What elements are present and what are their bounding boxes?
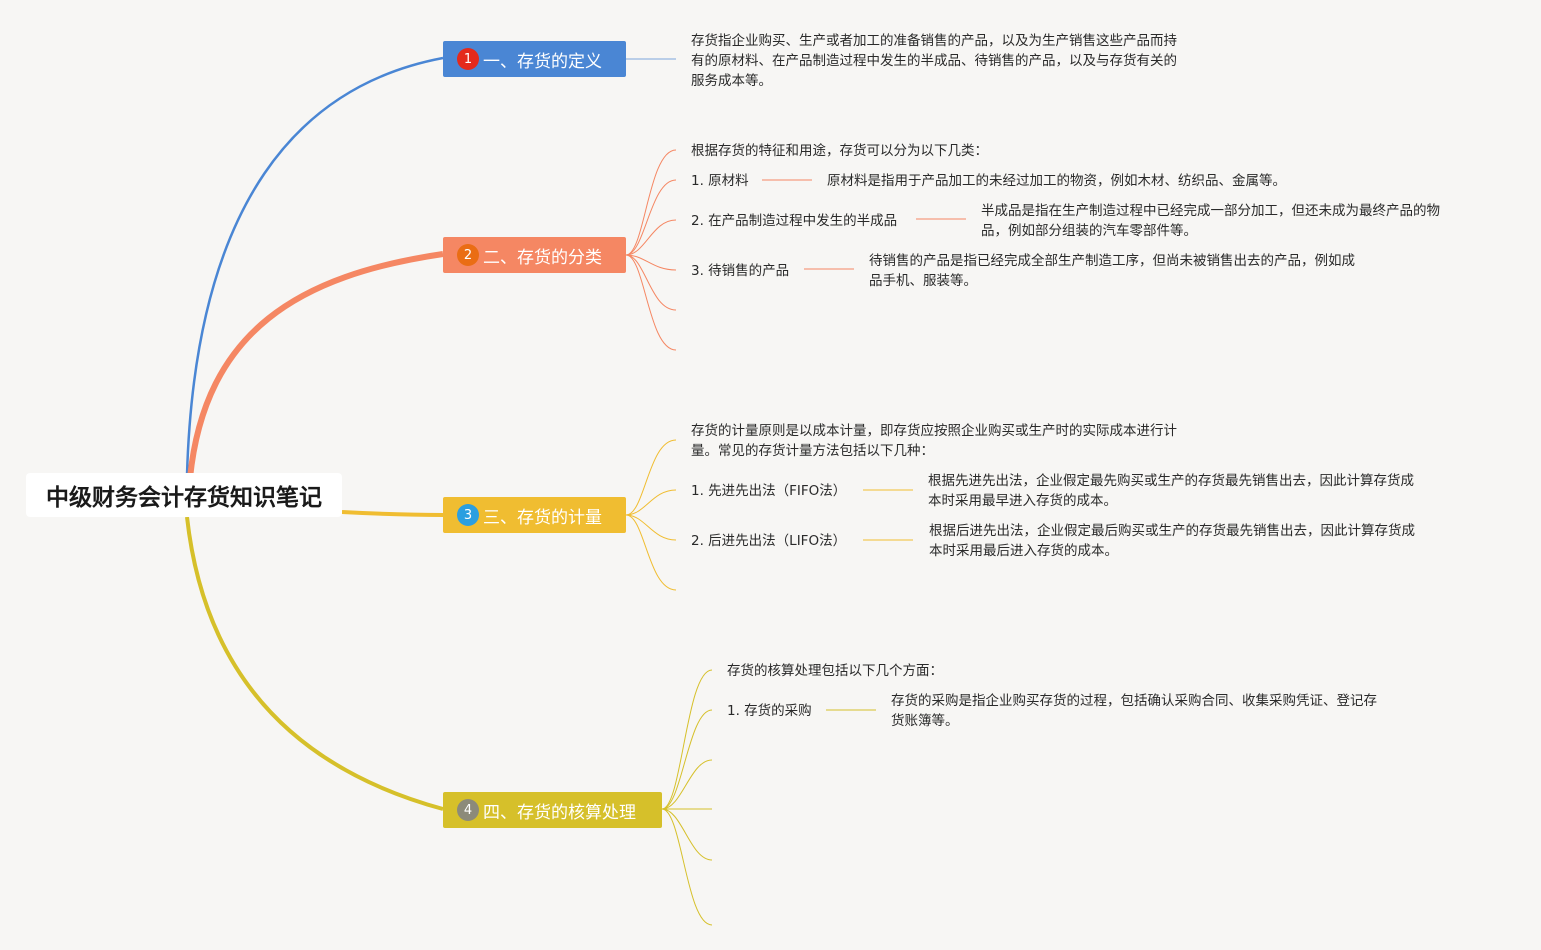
branch-label: 二、存货的分类 [483,247,602,268]
classification-desc-semi-finished[interactable]: 半成品是指在生产制造过程中已经完成一部分加工，但还未成为最终产品的物品，例如部分… [981,203,1440,239]
classification-intro[interactable]: 根据存货的特征和用途，存货可以分为以下几类： [691,143,988,159]
measurement-item-lifo[interactable]: 2. 后进先出法（LIFO法） [691,533,847,549]
classification-item-for-sale[interactable]: 3. 待销售的产品 [691,263,790,279]
classification-desc-for-sale[interactable]: 待销售的产品是指已经完成全部生产制造工序，但尚未被销售出去的产品，例如成品手机、… [869,253,1355,289]
definition-text[interactable]: 存货指企业购买、生产或者加工的准备销售的产品，以及为生产销售这些产品而持有的原材… [691,33,1177,89]
branch-label: 三、存货的计量 [483,507,602,528]
classification-desc-raw-materials[interactable]: 原材料是指用于产品加工的未经过加工的物资，例如木材、纺织品、金属等。 [827,173,1286,189]
number-badge: 1 [457,48,479,70]
branch-classification[interactable]: 2 二、存货的分类 [443,237,626,273]
measurement-desc-fifo[interactable]: 根据先进先出法，企业假定最先购买或生产的存货最先销售出去，因此计算存货成本时采用… [928,473,1414,509]
accounting-intro[interactable]: 存货的核算处理包括以下几个方面： [727,663,943,679]
measurement-intro[interactable]: 存货的计量原则是以成本计量，即存货应按照企业购买或生产时的实际成本进行计量。常见… [691,423,1177,459]
accounting-item-purchase[interactable]: 1. 存货的采购 [727,703,812,719]
branch-measurement[interactable]: 3 三、存货的计量 [443,497,626,533]
branch-label: 一、存货的定义 [483,51,602,72]
number-badge: 4 [457,799,479,821]
measurement-item-fifo[interactable]: 1. 先进先出法（FIFO法） [691,483,847,499]
root-title: 中级财务会计存货知识笔记 [46,485,322,511]
branch-definition[interactable]: 1 一、存货的定义 [443,41,626,77]
classification-item-semi-finished[interactable]: 2. 在产品制造过程中发生的半成品 [691,213,898,229]
measurement-desc-lifo[interactable]: 根据后进先出法，企业假定最后购买或生产的存货最先销售出去，因此计算存货成本时采用… [929,523,1415,559]
accounting-desc-purchase[interactable]: 存货的采购是指企业购买存货的过程，包括确认采购合同、收集采购凭证、登记存货账簿等… [891,693,1377,729]
branch-label: 四、存货的核算处理 [483,802,636,823]
number-badge: 2 [457,244,479,266]
classification-item-raw-materials[interactable]: 1. 原材料 [691,173,749,189]
branch-accounting[interactable]: 4 四、存货的核算处理 [443,792,662,828]
root-topic[interactable]: 中级财务会计存货知识笔记 [26,473,342,517]
number-badge: 3 [457,504,479,526]
